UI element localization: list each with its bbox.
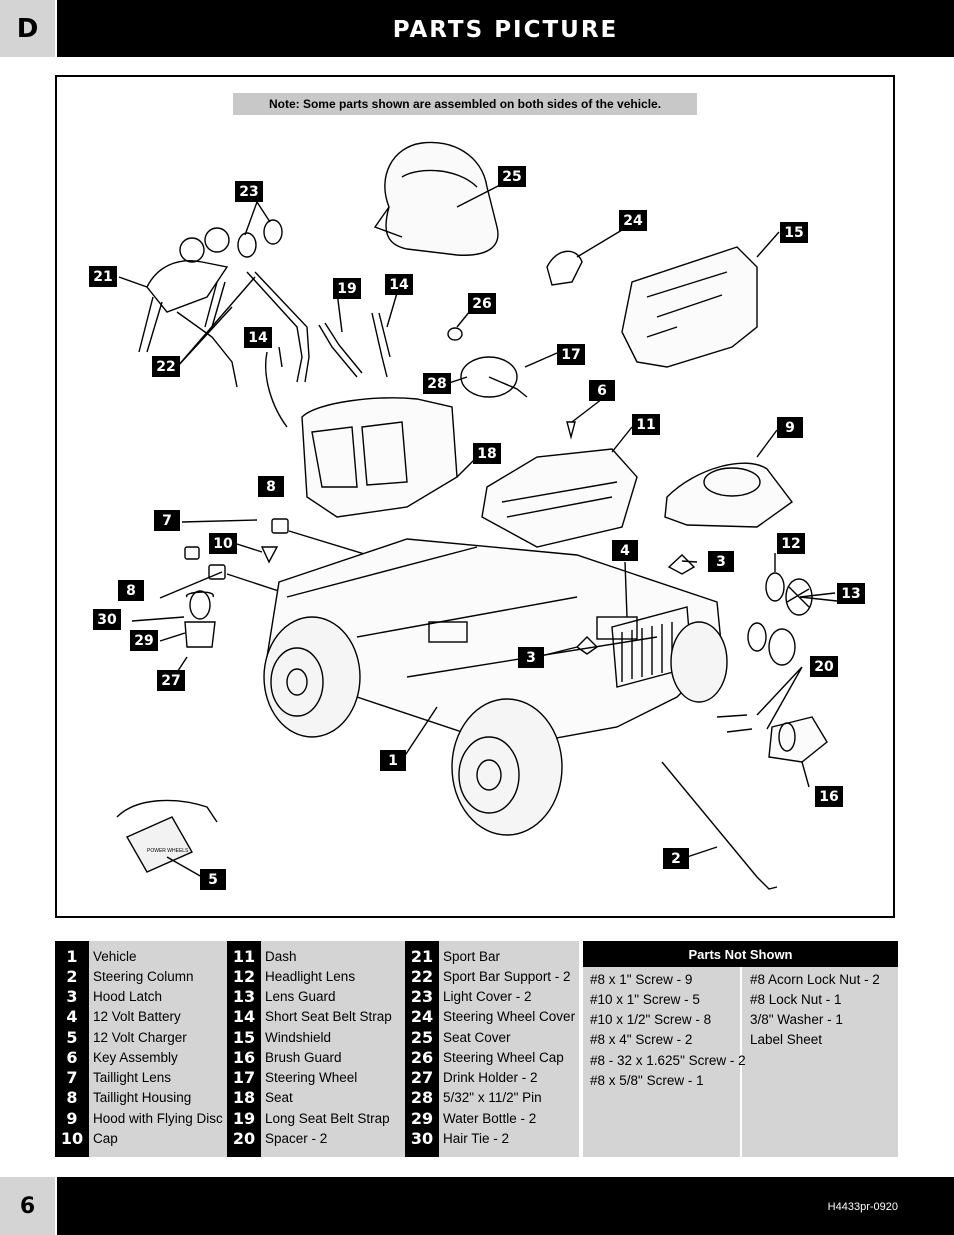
callout-16: 16 <box>815 786 843 807</box>
diagram-note: Note: Some parts shown are assembled on … <box>233 93 697 115</box>
footer-bar: H4433pr-0920 <box>57 1177 954 1235</box>
callout-1: 1 <box>380 750 406 771</box>
document-code: H4433pr-0920 <box>827 1201 898 1213</box>
list-item: #10 x 1/2" Screw - 8 <box>590 1012 712 1027</box>
callout-22: 22 <box>152 356 180 377</box>
callout-28: 28 <box>423 373 451 394</box>
callout-15: 15 <box>780 222 808 243</box>
list-item: #8 Acorn Lock Nut - 2 <box>750 972 880 987</box>
list-item: 3/8" Washer - 1 <box>750 1012 843 1027</box>
list-item: #8 x 1" Screw - 9 <box>590 972 693 987</box>
callout-12: 12 <box>777 533 805 554</box>
callout-19: 19 <box>333 278 361 299</box>
callout-3b: 3 <box>518 647 544 668</box>
callout-13: 13 <box>837 583 865 604</box>
list-item: #8 Lock Nut - 1 <box>750 992 842 1007</box>
parts-not-shown-box: Parts Not Shown #8 x 1" Screw - 9 #10 x … <box>583 941 898 1157</box>
callout-30: 30 <box>93 609 121 630</box>
list-item: Label Sheet <box>750 1032 823 1047</box>
callout-21: 21 <box>89 266 117 287</box>
page-title: PARTS PICTURE <box>392 17 619 43</box>
callout-14b: 14 <box>244 327 272 348</box>
section-letter: D <box>0 0 55 57</box>
callout-20: 20 <box>810 656 838 677</box>
list-item: #8 - 32 x 1.625" Screw - 2 <box>590 1053 746 1068</box>
callout-4: 4 <box>612 540 638 561</box>
list-item: #8 x 4" Screw - 2 <box>590 1032 693 1047</box>
callout-6: 6 <box>589 380 615 401</box>
callout-7: 7 <box>154 510 180 531</box>
callout-3a: 3 <box>708 551 734 572</box>
callout-5: 5 <box>200 869 226 890</box>
callout-8b: 8 <box>118 580 144 601</box>
callout-26: 26 <box>468 293 496 314</box>
list-item: #8 x 5/8" Screw - 1 <box>590 1073 704 1088</box>
callout-17: 17 <box>557 344 585 365</box>
callout-25: 25 <box>498 166 526 187</box>
callout-18: 18 <box>473 443 501 464</box>
callout-24: 24 <box>619 210 647 231</box>
exploded-view-drawing: POWER WHEELS <box>116 141 838 890</box>
list-item: #10 x 1" Screw - 5 <box>590 992 700 1007</box>
callout-10: 10 <box>209 533 237 554</box>
header-bar: PARTS PICTURE <box>57 0 954 57</box>
callout-8a: 8 <box>258 476 284 497</box>
callout-11: 11 <box>632 414 660 435</box>
callout-2: 2 <box>663 848 689 869</box>
parts-not-shown-title: Parts Not Shown <box>583 941 898 967</box>
callout-29: 29 <box>130 630 158 651</box>
callout-27: 27 <box>157 670 185 691</box>
callout-23: 23 <box>235 181 263 202</box>
callout-14a: 14 <box>385 274 413 295</box>
page-number: 6 <box>0 1177 55 1235</box>
parts-diagram: Note: Some parts shown are assembled on … <box>55 75 895 918</box>
charger-label: POWER WHEELS <box>147 848 189 854</box>
callout-9: 9 <box>777 417 803 438</box>
